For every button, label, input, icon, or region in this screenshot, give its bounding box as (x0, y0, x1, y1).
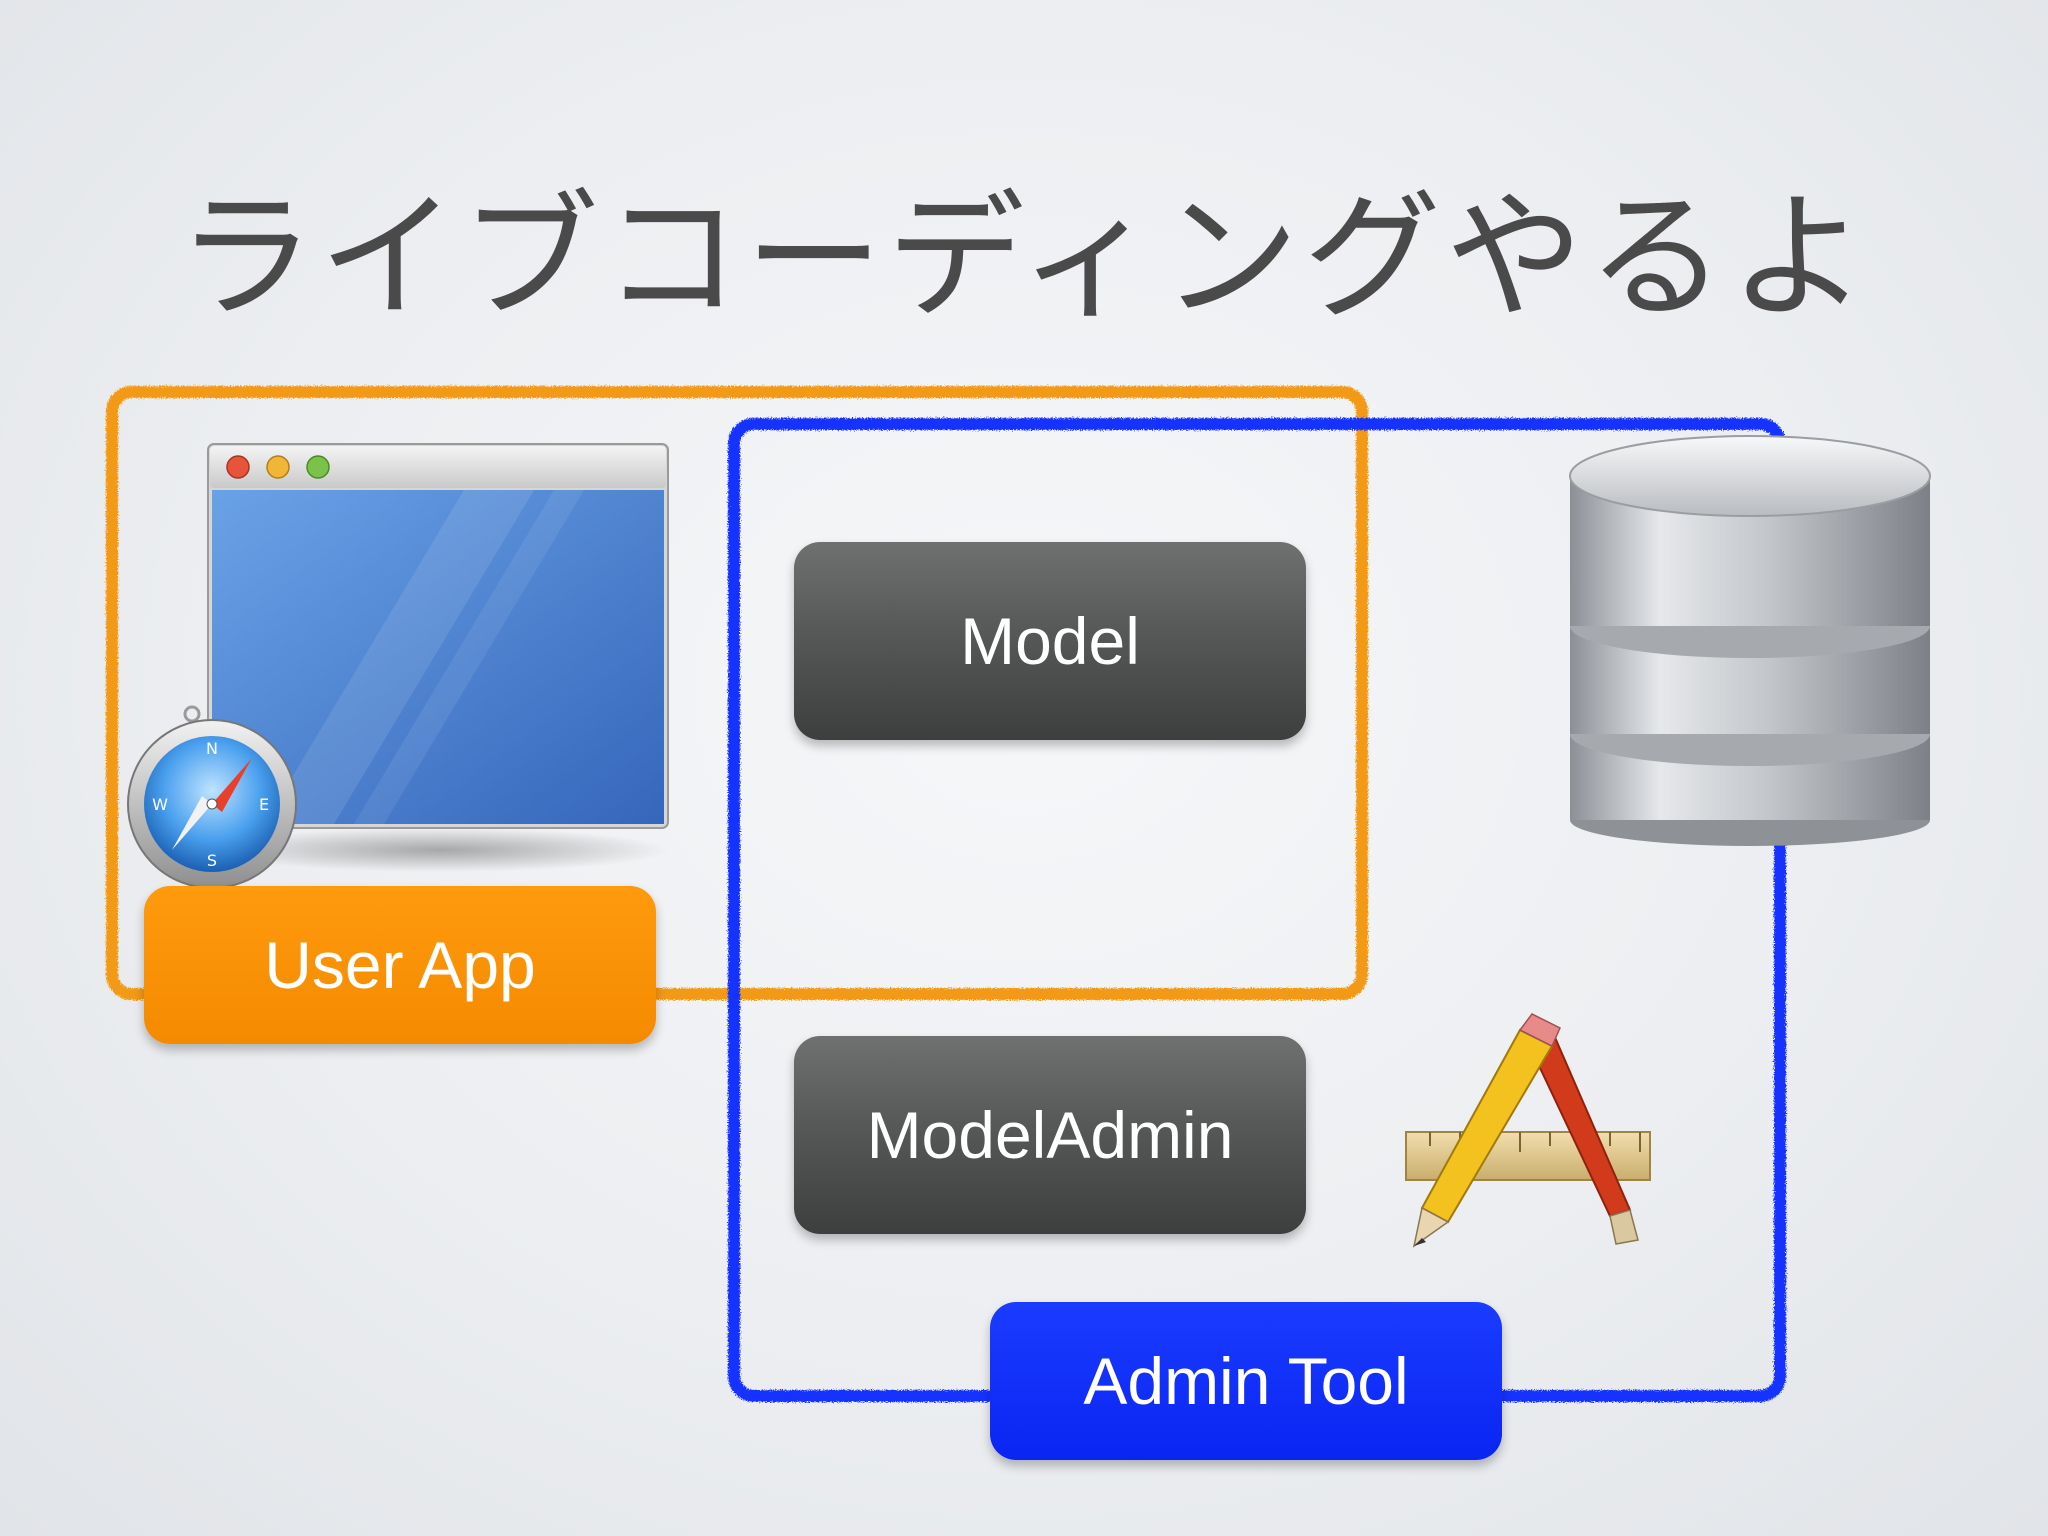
svg-text:S: S (207, 851, 217, 870)
model-label: Model (960, 604, 1140, 678)
svg-text:E: E (259, 795, 269, 814)
svg-text:W: W (152, 795, 168, 814)
svg-text:N: N (206, 739, 218, 758)
model-admin-box: ModelAdmin (794, 1036, 1306, 1234)
model-admin-label: ModelAdmin (866, 1098, 1234, 1172)
admin-tool-box: Admin Tool (990, 1302, 1502, 1460)
slide-title: ライブコーディングやるよ (176, 177, 1872, 338)
user-app-box: User App (144, 886, 656, 1044)
admin-tool-label: Admin Tool (1083, 1344, 1409, 1418)
database-icon (1569, 435, 1931, 846)
pencil-ruler-brush-icon (1405, 1013, 1651, 1248)
user-app-label: User App (264, 928, 536, 1002)
model-box: Model (794, 542, 1306, 740)
safari-compass-icon: N S E W (127, 705, 297, 889)
